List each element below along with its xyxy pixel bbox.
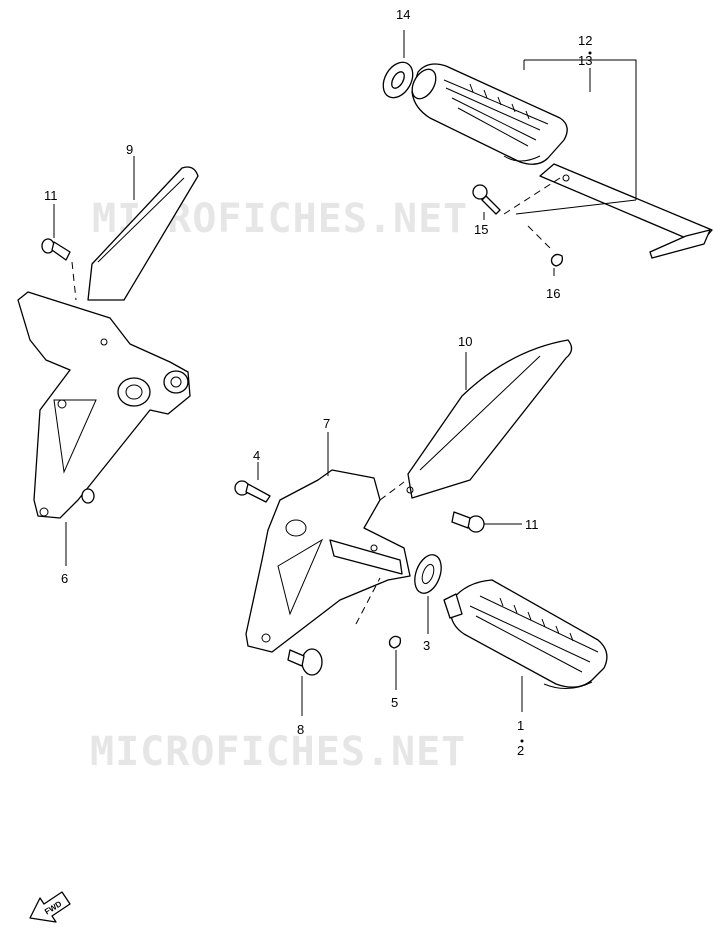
part-11-bolt-left [41, 238, 71, 261]
callout-11-right: 11 [525, 517, 539, 532]
fwd-arrow-icon: FWD [29, 891, 71, 923]
part-1-footrest [443, 579, 608, 689]
part-5-clip [388, 635, 402, 649]
part-6-bracket [17, 291, 191, 519]
callout-9: 9 [126, 142, 133, 157]
part-9-heel-guard [87, 166, 199, 301]
callout-4: 4 [253, 448, 260, 463]
callout-12-13-dot [588, 51, 592, 55]
part-8-bolt [287, 648, 323, 676]
watermark-bottom: MICROFICHES.NET [90, 729, 466, 775]
callout-5: 5 [391, 695, 398, 710]
callout-1: 1 [517, 718, 524, 733]
callout-13: 13 [578, 53, 592, 68]
part-15-pin [472, 184, 501, 215]
callout-1-2-dot [520, 739, 524, 743]
callout-16: 16 [546, 286, 560, 301]
part-14-washer [382, 61, 414, 99]
callout-11-left: 11 [44, 188, 58, 203]
callout-3: 3 [423, 638, 430, 653]
callout-6: 6 [61, 571, 68, 586]
callout-2: 2 [517, 743, 524, 758]
callout-7: 7 [323, 416, 330, 431]
part-10-heel-guard [406, 339, 573, 499]
callout-10: 10 [458, 334, 472, 349]
part-7-bracket [245, 469, 411, 653]
part-16-clip [550, 253, 564, 267]
part-11-bolt-right [451, 511, 485, 533]
part-12-footrest-rubber [411, 63, 568, 165]
part-13-footrest-bracket [539, 163, 713, 259]
leader-lines [53, 30, 637, 716]
callout-14: 14 [396, 7, 410, 22]
callout-15: 15 [474, 222, 488, 237]
part-4-bolt [234, 480, 271, 503]
callout-12: 12 [578, 33, 592, 48]
part-3-washer [414, 554, 442, 594]
callout-8: 8 [297, 722, 304, 737]
